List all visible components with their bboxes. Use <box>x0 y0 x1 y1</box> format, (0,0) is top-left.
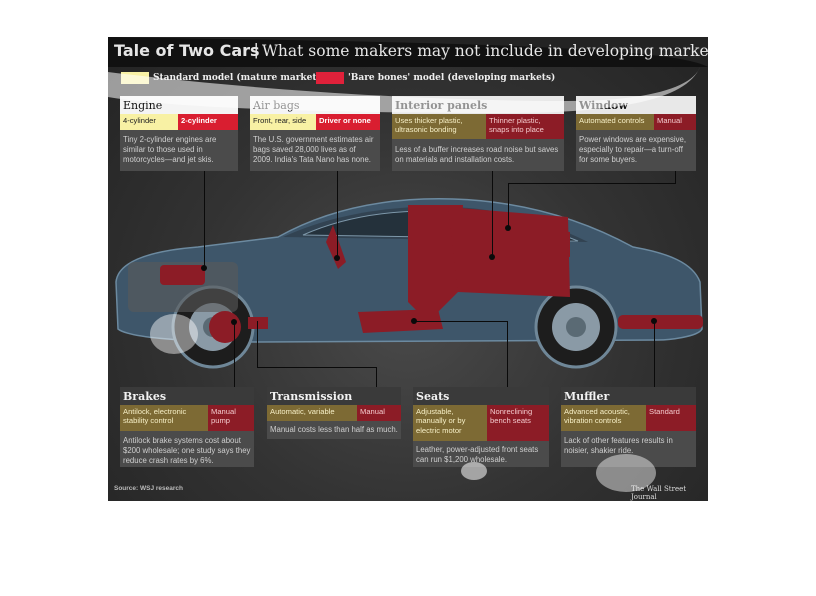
infographic: Tale of Two Cars | What some makers may … <box>108 37 708 501</box>
window-barebones: Manual <box>654 114 696 130</box>
muffler-description: Lack of other features results in noisie… <box>564 436 673 456</box>
seats-title: Seats <box>416 390 450 403</box>
engine-title: Engine <box>123 99 163 112</box>
seats-description: Leather, power-adjusted front seats can … <box>416 445 539 465</box>
window-description: Power windows are expensive, especially … <box>579 135 687 165</box>
brakes-barebones: Manual pump <box>208 405 254 431</box>
window-standard: Automated controls <box>576 114 654 130</box>
interior-barebones: Thinner plastic, snaps into place <box>486 114 564 139</box>
feature-interior-panels: Interior panels Uses thicker plastic, ul… <box>392 96 564 171</box>
source-note: Source: WSJ research <box>114 485 184 492</box>
feature-transmission: Transmission Automatic, variable Manual … <box>267 387 401 439</box>
legend-standard-label: Standard model (mature markets) <box>153 73 326 83</box>
engine-standard: 4-cylinder <box>120 114 178 130</box>
feature-airbags: Air bags Front, rear, side Driver or non… <box>250 96 380 171</box>
window-title: Window <box>579 99 628 112</box>
interior-standard: Uses thicker plastic, ultrasonic bonding <box>392 114 486 139</box>
feature-window: Window Automated controls Manual Power w… <box>576 96 696 171</box>
transmission-description: Manual costs less than half as much. <box>270 425 398 434</box>
legend-standard-swatch <box>121 72 149 84</box>
airbags-barebones: Driver or none <box>316 114 380 130</box>
interior-title: Interior panels <box>395 99 488 112</box>
interior-description: Less of a buffer increases road noise bu… <box>395 145 559 165</box>
airbags-standard: Front, rear, side <box>250 114 316 130</box>
engine-barebones: 2-cylinder <box>178 114 238 130</box>
feature-muffler: Muffler Advanced acoustic, vibration con… <box>561 387 696 467</box>
transmission-barebones: Manual <box>357 405 401 421</box>
brakes-standard: Antilock, electronic stability control <box>120 405 208 431</box>
publisher-brand: The Wall Street Journal <box>631 485 687 501</box>
title-separator: | <box>254 40 259 59</box>
engine-description: Tiny 2-cylinder engines are similar to t… <box>123 135 217 165</box>
feature-seats: Seats Adjustable, manually or by electri… <box>413 387 549 467</box>
seats-barebones: Nonreclining bench seats <box>487 405 549 441</box>
brakes-title: Brakes <box>123 390 167 403</box>
muffler-title: Muffler <box>564 390 610 403</box>
legend-barebones-label: 'Bare bones' model (developing markets) <box>348 73 556 83</box>
legend-barebones-swatch <box>316 72 344 84</box>
page-subtitle: What some makers may not include in deve… <box>262 42 708 60</box>
seats-standard: Adjustable, manually or by electric moto… <box>413 405 487 441</box>
title-bar <box>108 37 708 67</box>
brakes-description: Antilock brake systems cost about $200 w… <box>123 436 251 466</box>
transmission-standard: Automatic, variable <box>267 405 357 421</box>
airbags-description: The U.S. government estimates air bags s… <box>253 135 374 165</box>
page-title: Tale of Two Cars <box>114 41 260 60</box>
muffler-barebones: Standard <box>646 405 696 431</box>
airbags-title: Air bags <box>253 99 300 112</box>
transmission-title: Transmission <box>270 390 353 403</box>
muffler-standard: Advanced acoustic, vibration controls <box>561 405 646 431</box>
feature-engine: Engine 4-cylinder 2-cylinder Tiny 2-cyli… <box>120 96 238 171</box>
feature-brakes: Brakes Antilock, electronic stability co… <box>120 387 254 467</box>
